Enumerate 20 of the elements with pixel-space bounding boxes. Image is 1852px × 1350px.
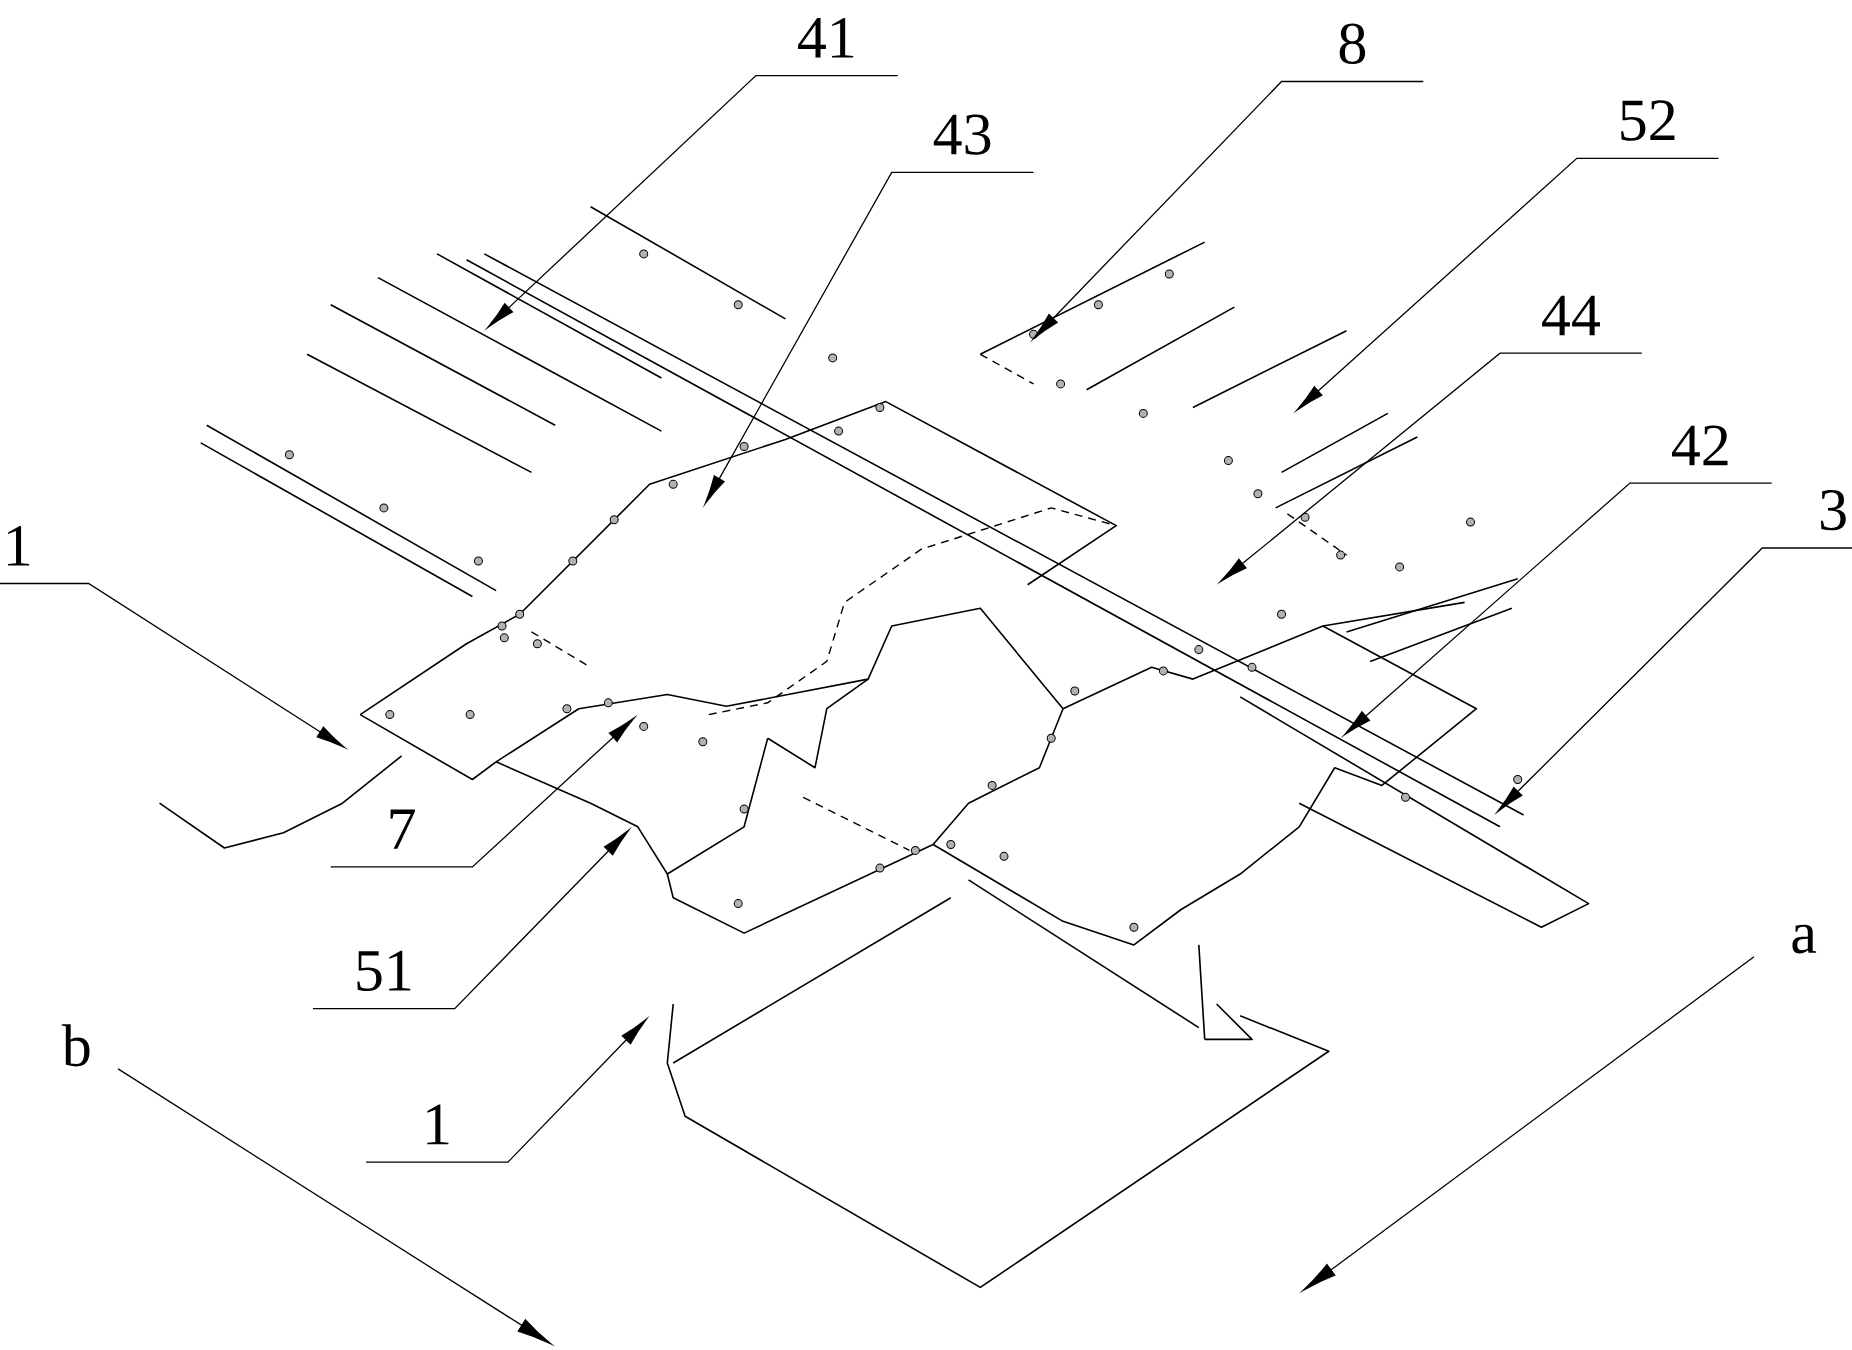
leader-line bbox=[365, 1018, 647, 1163]
callout-number: 7 bbox=[390, 809, 415, 849]
direction-label: a bbox=[1792, 924, 1817, 954]
callout-number: 3 bbox=[1821, 490, 1846, 531]
leader-line bbox=[330, 717, 635, 868]
callout-number: 1 bbox=[427, 1104, 449, 1145]
callout-number: 1 bbox=[7, 525, 30, 566]
callout-number: 44 bbox=[1542, 295, 1600, 336]
leader-line bbox=[704, 171, 1035, 505]
callout-number: 41 bbox=[798, 18, 854, 58]
leader-line bbox=[312, 829, 629, 1010]
callout-number: 8 bbox=[1339, 23, 1366, 64]
callout-number: 51 bbox=[357, 950, 411, 991]
callout-number: 42 bbox=[1672, 425, 1728, 466]
callout-number: 43 bbox=[933, 114, 991, 155]
leader-line bbox=[1032, 80, 1424, 340]
callout-number: 52 bbox=[1621, 100, 1675, 141]
leader-line bbox=[1219, 352, 1643, 583]
direction-label: b bbox=[61, 1024, 90, 1067]
leader-line bbox=[1296, 157, 1720, 411]
